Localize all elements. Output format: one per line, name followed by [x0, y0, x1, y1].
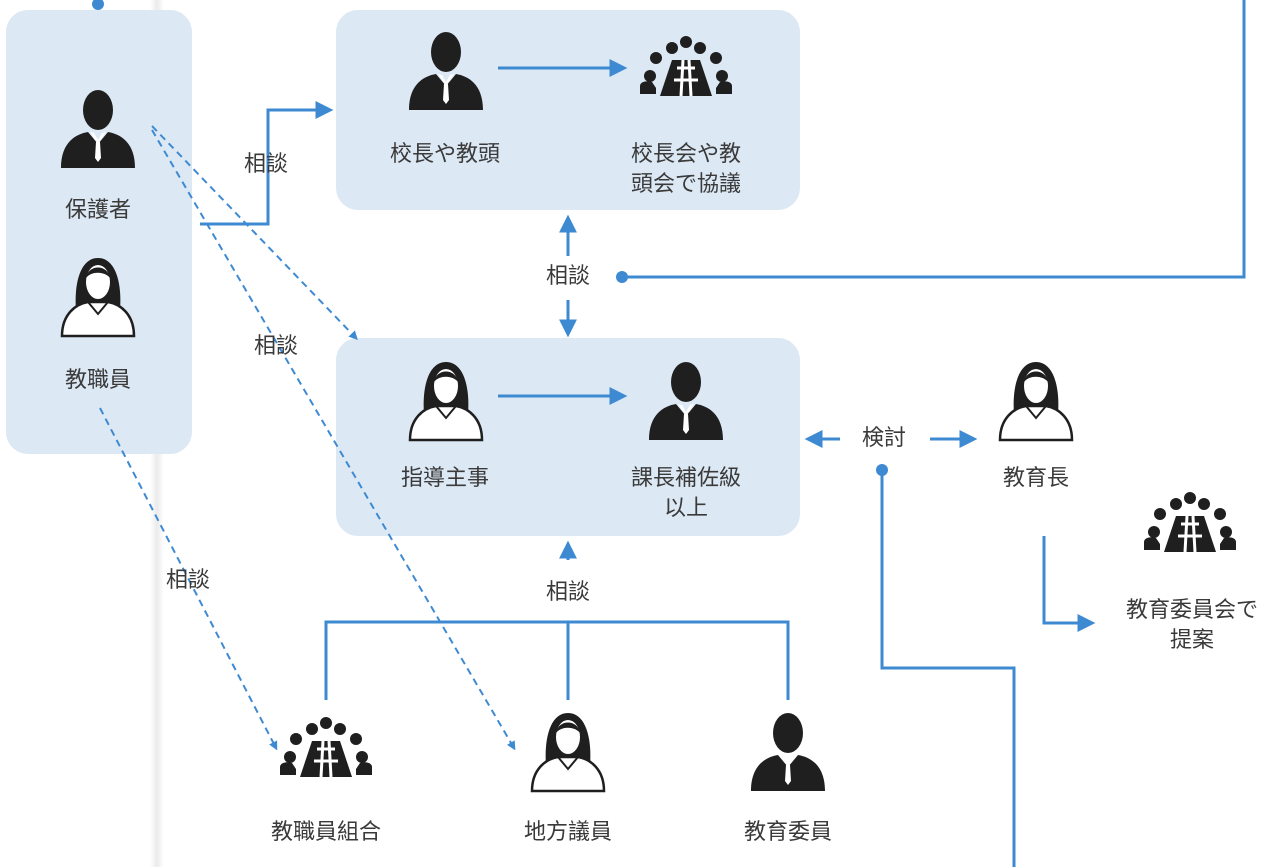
label-union: 教職員組合 [270, 820, 381, 845]
connector-dot-consult [616, 271, 628, 283]
union-icon [278, 715, 374, 779]
label-principal: 校長や教頭 [389, 142, 500, 167]
label-superintendent: 教育長 [1002, 466, 1069, 491]
local-councilor-icon [530, 711, 606, 793]
edge-label-consult-center: 相談 [545, 264, 590, 289]
group-box-parent-staff [6, 10, 192, 454]
group-box-school [336, 10, 800, 210]
board-member-icon [751, 713, 825, 791]
arrow-superintendent-to-board [1042, 536, 1096, 632]
section-chief-icon [649, 362, 723, 440]
dashed-arrow-staff-to-union [99, 407, 278, 751]
label-local-councilor: 地方議員 [523, 820, 612, 845]
connector-review-down [880, 470, 1016, 867]
label-section-chief: 課長補佐級 以上 [630, 466, 741, 521]
board-meeting-icon [1142, 490, 1238, 554]
label-principal-council: 校長会や教 頭会で協議 [630, 142, 741, 197]
dashed-arrow-parent-to-supervisor [151, 125, 358, 340]
edge-label-consult-staff-union: 相談 [165, 568, 210, 593]
connector-dot-review [876, 464, 888, 476]
parent-icon [61, 90, 135, 168]
connector-dot-top-left [92, 0, 104, 10]
edge-label-consult-parent-principal: 相談 [243, 152, 288, 177]
label-board-proposal: 教育委員会で 提案 [1125, 598, 1258, 653]
principal-council-icon [638, 34, 734, 98]
bracket-bottom-group [324, 620, 790, 700]
label-supervisor: 指導主事 [400, 466, 489, 491]
staff-icon [60, 256, 136, 338]
label-staff: 教職員 [64, 368, 131, 393]
label-parent: 保護者 [64, 198, 131, 223]
supervisor-icon [408, 360, 484, 442]
arrow-parent-to-principal [200, 101, 334, 226]
label-board-member: 教育委員 [743, 820, 832, 845]
principal-icon [409, 32, 483, 110]
superintendent-icon [998, 360, 1074, 442]
edge-label-consult-bottom: 相談 [545, 580, 590, 605]
connector-consult-right [622, 0, 1246, 279]
edge-label-review: 検討 [861, 426, 906, 451]
edge-label-consult-dashed: 相談 [253, 334, 298, 359]
